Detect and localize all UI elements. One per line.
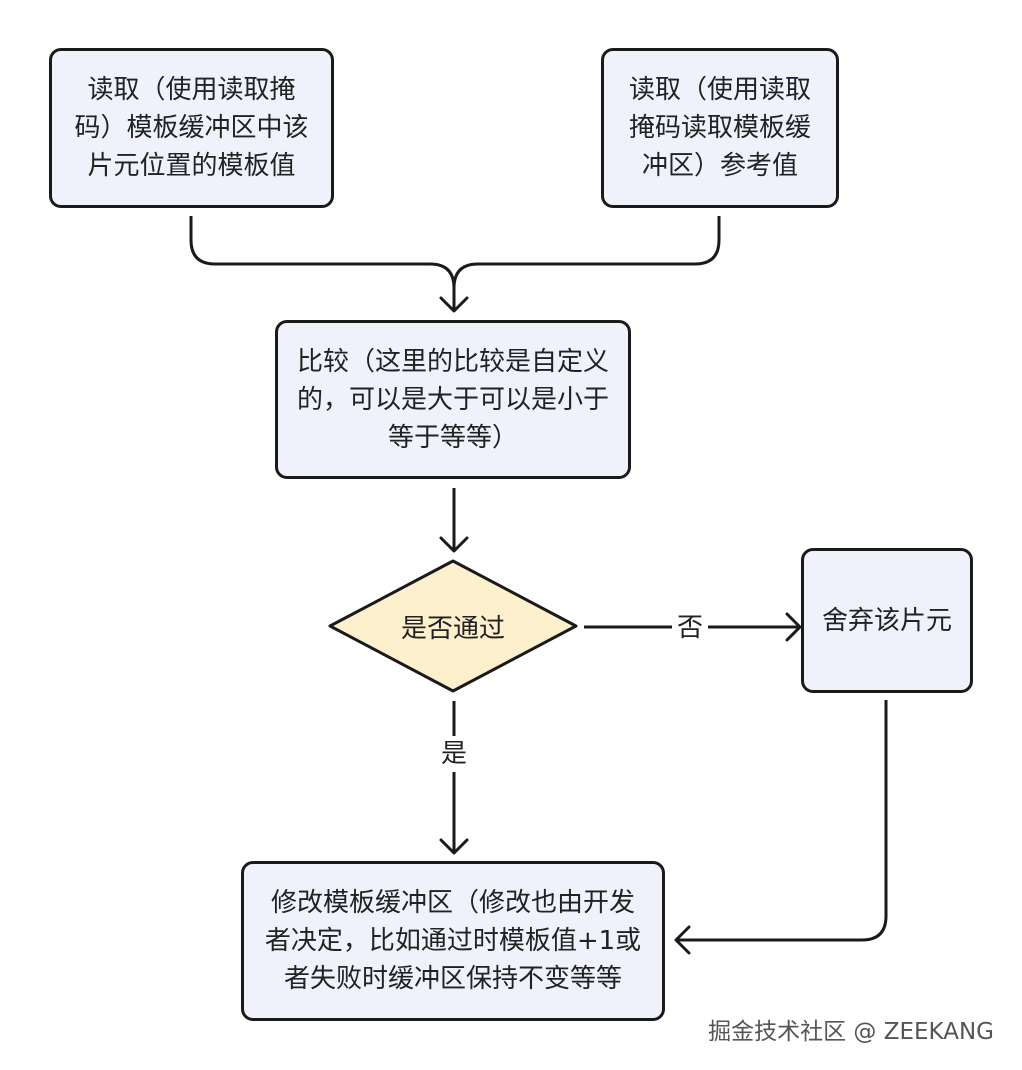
box-line: 的，可以是大于可以是小于	[296, 384, 609, 415]
box-line: 码）模板缓冲区中该	[74, 113, 309, 143]
watermark: 掘金技术社区 @ ZEEKANG	[708, 1019, 994, 1045]
discard-fragment-box: 舍弃该片元	[801, 548, 973, 693]
decision-diamond	[328, 559, 578, 693]
read-stencil-value-box: 读取（使用读取掩 码）模板缓冲区中该 片元位置的模板值	[49, 48, 334, 208]
box-line: 读取（使用读取掩	[87, 75, 296, 105]
read-reference-value-box: 读取（使用读取 掩码读取模板缓 冲区）参考值	[601, 48, 839, 208]
yes-branch-label: 是	[436, 736, 472, 772]
box-line: 掩码读取模板缓	[628, 113, 811, 143]
connector-read-value	[189, 216, 456, 310]
box-line: 比较（这里的比较是自定义	[296, 346, 609, 377]
modify-stencil-box: 修改模板缓冲区（修改也由开发 者决定，比如通过时模板值+1或 者失败时缓冲区保持…	[241, 861, 665, 1021]
arrowhead-to-decision	[439, 536, 469, 553]
box-line: 者失败时缓冲区保持不变等等	[283, 964, 622, 994]
no-branch-label: 否	[672, 610, 708, 646]
connector-read-ref	[452, 216, 721, 289]
arrowhead-to-modify	[439, 838, 469, 855]
box-line: 等于等等）	[387, 422, 518, 453]
arrowhead-to-discard	[785, 612, 802, 642]
box-line: 者决定，比如通过时模板值+1或	[264, 926, 642, 956]
box-line: 读取（使用读取	[628, 75, 811, 105]
connector-discard-modify	[676, 700, 888, 942]
compare-box: 比较（这里的比较是自定义 的，可以是大于可以是小于 等于等等）	[275, 320, 631, 479]
box-line: 片元位置的模板值	[87, 151, 296, 181]
arrowhead-from-discard	[674, 925, 691, 955]
arrowhead-to-compare	[439, 296, 469, 313]
decision-label: 是否通过	[400, 613, 505, 644]
box-line: 舍弃该片元	[821, 605, 952, 636]
box-line: 冲区）参考值	[641, 151, 798, 181]
box-line: 修改模板缓冲区（修改也由开发	[270, 888, 635, 918]
